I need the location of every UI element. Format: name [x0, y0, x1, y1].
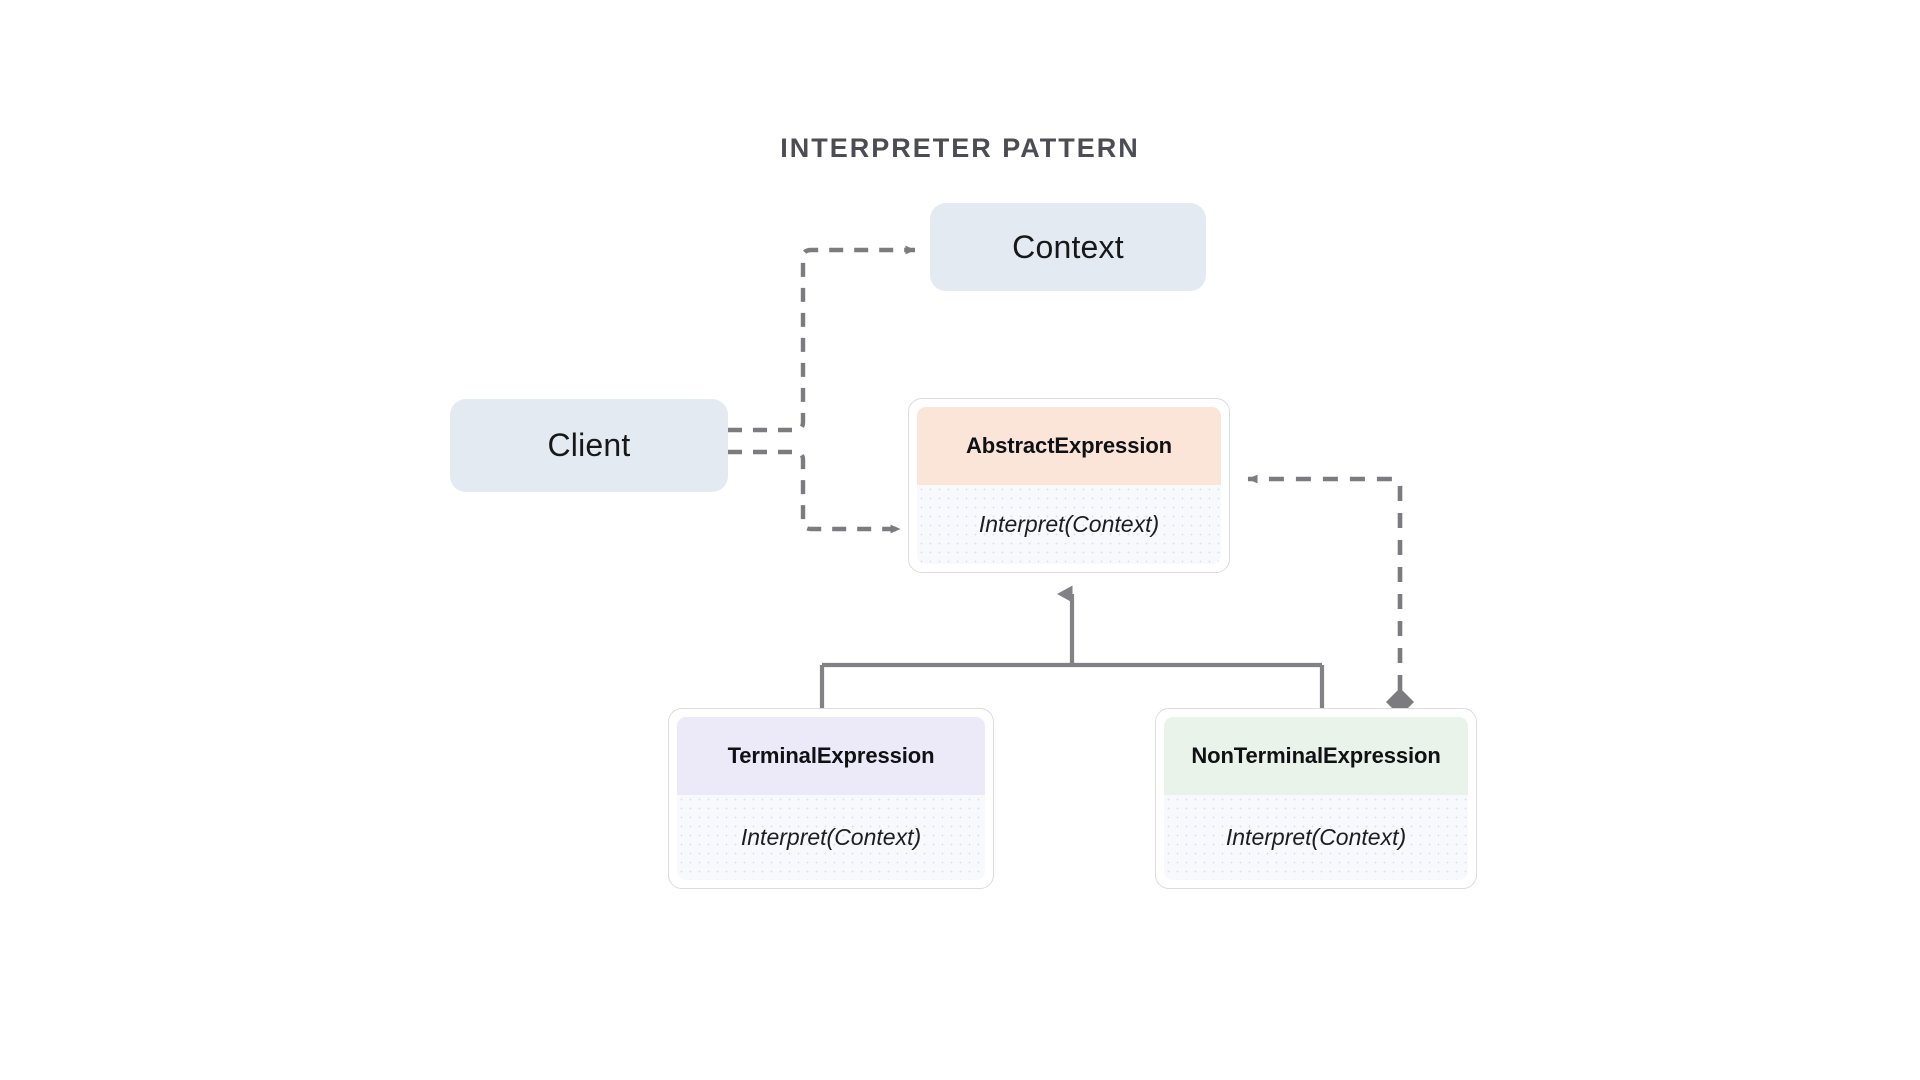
- node-abstract-expression-header: AbstractExpression: [917, 407, 1221, 485]
- node-nonterminal-expression[interactable]: NonTerminalExpression Interpret(Context): [1155, 708, 1477, 889]
- node-terminal-expression[interactable]: TerminalExpression Interpret(Context): [668, 708, 994, 889]
- node-abstract-expression-name: AbstractExpression: [965, 433, 1173, 458]
- node-terminal-expression-body: Interpret(Context): [677, 795, 985, 880]
- node-nonterminal-expression-name: NonTerminalExpression: [1191, 743, 1441, 768]
- node-terminal-expression-operation: Interpret(Context): [740, 824, 922, 850]
- node-nonterminal-expression-header: NonTerminalExpression: [1164, 717, 1468, 795]
- edge-nonterminal-aggregates-abstract: [1247, 474, 1414, 716]
- node-abstract-expression[interactable]: AbstractExpression Interpret(Context): [908, 398, 1230, 573]
- node-terminal-expression-header: TerminalExpression: [677, 717, 985, 795]
- node-abstract-expression-operation: Interpret(Context): [978, 511, 1160, 537]
- page-title: INTERPRETER PATTERN: [780, 133, 1140, 163]
- node-abstract-expression-body: Interpret(Context): [917, 485, 1221, 564]
- node-client-label: Client: [547, 427, 631, 463]
- edge-client-to-context: [728, 245, 916, 433]
- node-context[interactable]: Context: [930, 203, 1206, 291]
- node-client[interactable]: Client: [450, 399, 728, 492]
- node-terminal-expression-name: TerminalExpression: [727, 743, 935, 768]
- node-nonterminal-expression-body: Interpret(Context): [1164, 795, 1468, 880]
- node-nonterminal-expression-operation: Interpret(Context): [1225, 824, 1407, 850]
- edge-generalization-tree: [819, 585, 1325, 708]
- node-context-label: Context: [1012, 228, 1124, 265]
- edge-client-to-abstract-expression: [728, 449, 901, 534]
